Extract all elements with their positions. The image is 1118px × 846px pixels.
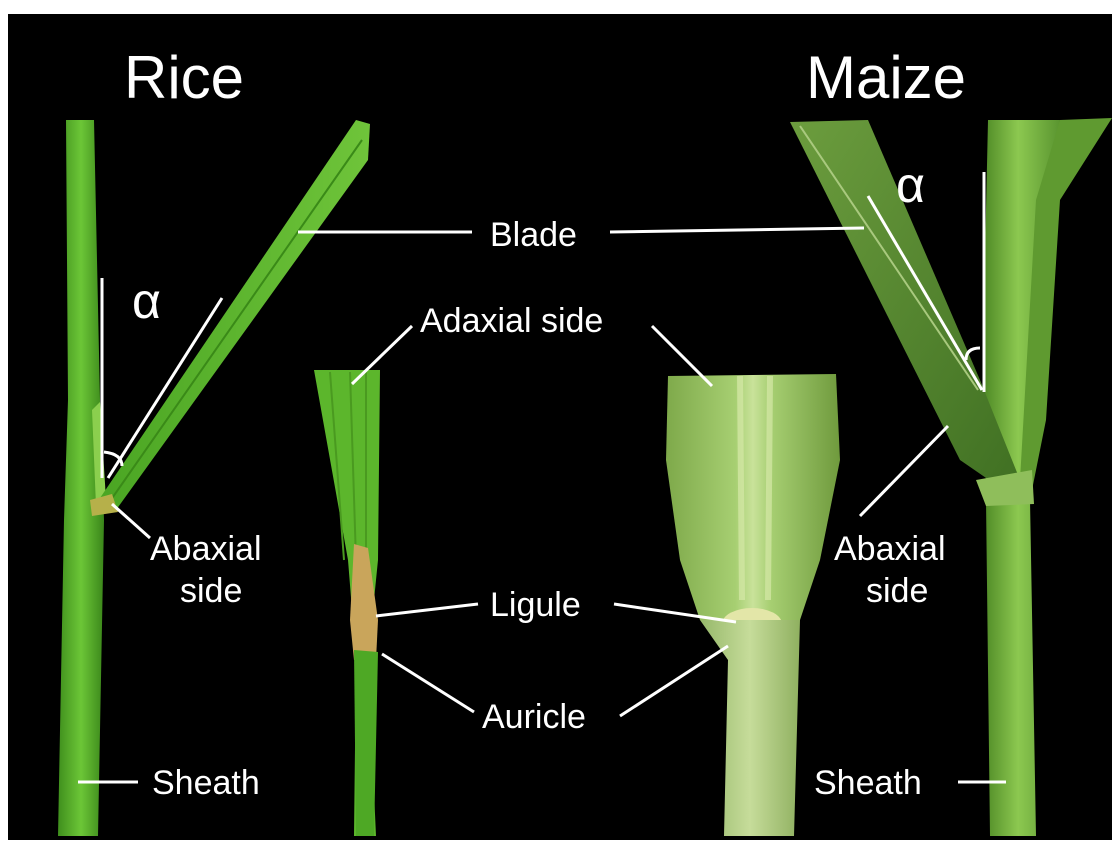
abaxial-maize-label-line1: Abaxial	[834, 530, 946, 568]
auricle-label: Auricle	[482, 698, 586, 736]
abaxial-rice-label-line2: side	[180, 572, 242, 610]
abaxial-rice-label-line1: Abaxial	[150, 530, 262, 568]
maize-title: Maize	[806, 44, 966, 111]
rice-alpha-label: α	[132, 273, 161, 329]
adaxial-side-label: Adaxial side	[420, 302, 603, 340]
sheath-rice-label: Sheath	[152, 764, 260, 802]
abaxial-maize-label-line2: side	[866, 572, 928, 610]
rice-closeup-sheath	[354, 650, 378, 836]
blade-label: Blade	[490, 216, 577, 254]
rice-title: Rice	[124, 44, 244, 111]
sheath-maize-label: Sheath	[814, 764, 922, 802]
ligule-label: Ligule	[490, 586, 581, 624]
maize-alpha-label: α	[896, 157, 925, 213]
